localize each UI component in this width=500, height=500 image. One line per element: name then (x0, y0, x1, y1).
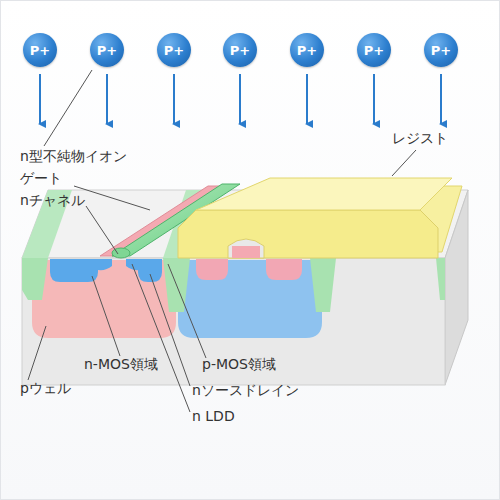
isolation (436, 258, 445, 300)
isolation (310, 258, 336, 312)
part-label: n型不純物イオン (20, 148, 127, 164)
ion-arrows (40, 74, 441, 124)
isolation (22, 258, 48, 300)
n-well (178, 260, 322, 338)
p-gate (232, 246, 260, 258)
ion-label: P+ (164, 44, 184, 57)
ion-label: P+ (230, 44, 250, 57)
ion-circle: P+ (357, 33, 391, 67)
wafer-front (22, 258, 445, 385)
ion-label: P+ (364, 44, 384, 57)
p-source-drain (196, 259, 228, 280)
part-label: p-MOS領域 (202, 356, 276, 372)
part-label: n-MOS領域 (84, 356, 158, 372)
ion-circle: P+ (290, 33, 324, 67)
leader-lines (28, 70, 416, 412)
p-well (32, 260, 176, 338)
n-ldd (98, 259, 112, 270)
n-source-drain (138, 259, 162, 282)
part-label: n LDD (192, 408, 235, 424)
ion-label: P+ (30, 44, 50, 57)
part-label: ゲート (20, 170, 62, 186)
part-label: レジスト (392, 130, 448, 146)
resist-gate-arch (228, 239, 264, 258)
part-label: nソースドレイン (192, 382, 299, 398)
ion-circle: P+ (157, 33, 191, 67)
ion-circle: P+ (223, 33, 257, 67)
ion-circle: P+ (23, 33, 57, 67)
ion-label: P+ (431, 44, 451, 57)
part-label: pウェル (20, 380, 71, 396)
ion-circle: P+ (424, 33, 458, 67)
ion-circle: P+ (90, 33, 124, 67)
resist-body (178, 210, 438, 258)
ion-label: P+ (97, 44, 117, 57)
part-label: nチャネル (20, 192, 85, 208)
n-ldd (126, 259, 140, 270)
n-source-drain (50, 259, 98, 282)
resist-upper (196, 178, 452, 210)
ion-label: P+ (297, 44, 317, 57)
p-source-drain (266, 259, 302, 280)
